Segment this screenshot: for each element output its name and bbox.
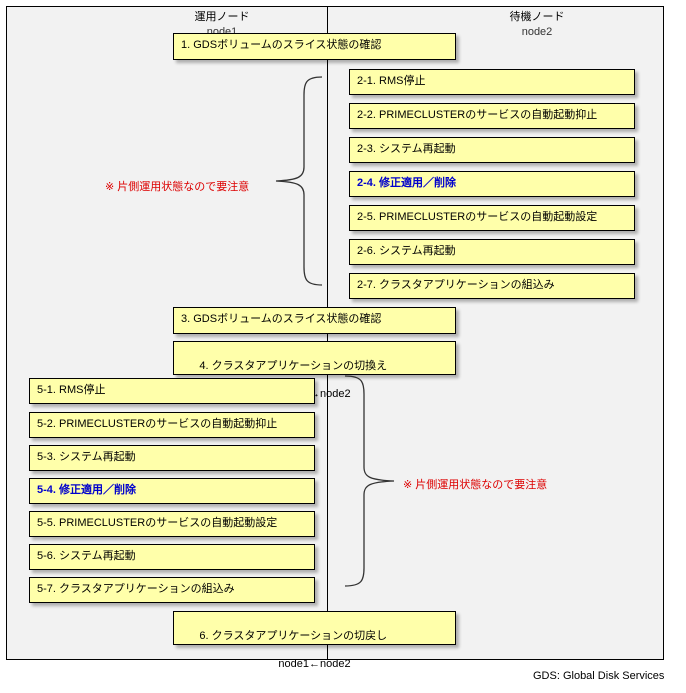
step-box-1[interactable]: 1. GDSボリュームのスライス状態の確認 bbox=[173, 33, 456, 60]
step-box-5-4[interactable]: 5-4. 修正適用／削除 bbox=[29, 478, 315, 504]
step-box-2-5[interactable]: 2-5. PRIMECLUSTERのサービスの自動起動設定 bbox=[349, 205, 635, 231]
step-box-5-3[interactable]: 5-3. システム再起動 bbox=[29, 445, 315, 471]
step-box-2-7[interactable]: 2-7. クラスタアプリケーションの組込み bbox=[349, 273, 635, 299]
step-box-5-6[interactable]: 5-6. システム再起動 bbox=[29, 544, 315, 570]
step-box-2-2[interactable]: 2-2. PRIMECLUSTERのサービスの自動起動抑止 bbox=[349, 103, 635, 129]
step-box-4[interactable]: 4. クラスタアプリケーションの切換え node1→node2 bbox=[173, 341, 456, 400]
step-box-3[interactable]: 3. GDSボリュームのスライス状態の確認 bbox=[173, 307, 456, 334]
step-box-5-5[interactable]: 5-5. PRIMECLUSTERのサービスの自動起動設定 bbox=[29, 511, 315, 537]
lane-header-right-node: node2 bbox=[521, 26, 553, 38]
step-box-2-4[interactable]: 2-4. 修正適用／削除 bbox=[349, 171, 635, 197]
step-box-4-label: 4. クラスタアプリケーションの切換え bbox=[199, 360, 388, 372]
brace-lower bbox=[344, 375, 395, 587]
warning-note-lower: ※ 片側運用状態なので要注意 bbox=[403, 479, 548, 491]
diagram-canvas: 運用ノード node1 待機ノード node2 1. GDSボリュームのスライス… bbox=[6, 6, 664, 670]
lane-header-left-title: 運用ノード bbox=[194, 11, 250, 23]
step-box-2-1[interactable]: 2-1. RMS停止 bbox=[349, 69, 635, 95]
step-box-2-3[interactable]: 2-3. システム再起動 bbox=[349, 137, 635, 163]
step-box-6-sub: node1←node2 bbox=[278, 658, 351, 670]
lane-header-right: 待機ノード node2 bbox=[432, 10, 642, 40]
step-box-5-2[interactable]: 5-2. PRIMECLUSTERのサービスの自動起動抑止 bbox=[29, 412, 315, 438]
brace-upper bbox=[275, 76, 323, 286]
step-box-6[interactable]: 6. クラスタアプリケーションの切戻し node1←node2 bbox=[173, 611, 456, 670]
step-box-2-6[interactable]: 2-6. システム再起動 bbox=[349, 239, 635, 265]
warning-note-upper: ※ 片側運用状態なので要注意 bbox=[105, 181, 250, 193]
lane-header-right-title: 待機ノード bbox=[509, 11, 565, 23]
footer-caption: GDS: Global Disk Services bbox=[533, 670, 665, 682]
step-box-5-1[interactable]: 5-1. RMS停止 bbox=[29, 378, 315, 404]
step-box-6-label: 6. クラスタアプリケーションの切戻し bbox=[199, 630, 388, 642]
step-box-5-7[interactable]: 5-7. クラスタアプリケーションの組込み bbox=[29, 577, 315, 603]
